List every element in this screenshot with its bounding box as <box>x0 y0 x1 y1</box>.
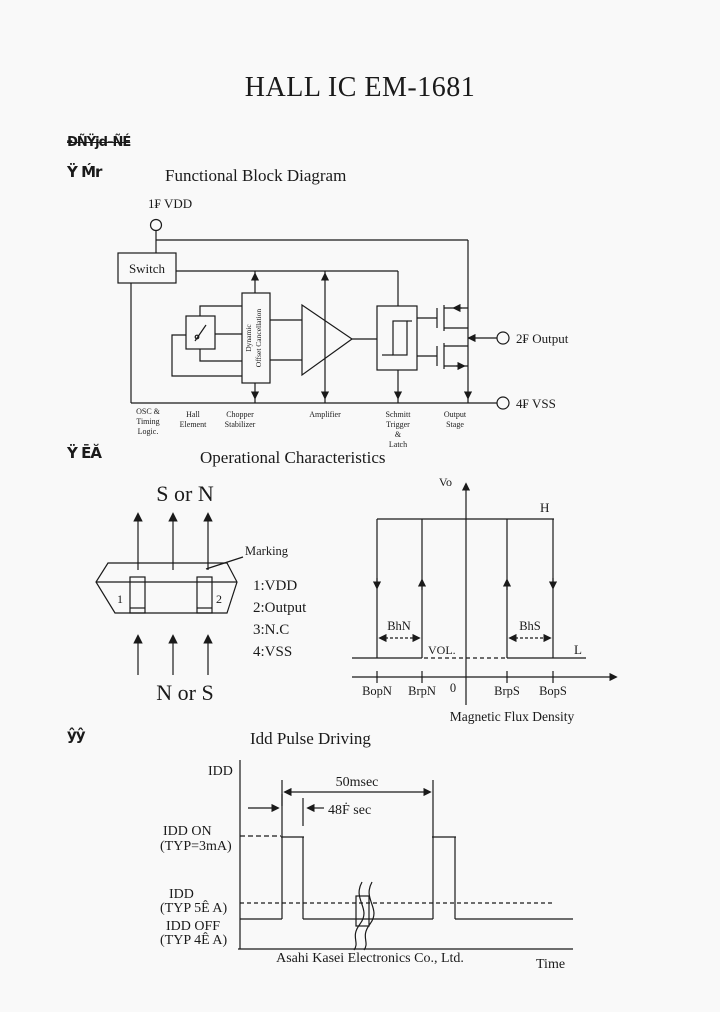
stage-label-osc: OSC & Timing Logic. <box>136 407 160 436</box>
pin2-number: 2 <box>216 592 222 606</box>
page-title: HALL IC EM-1681 <box>244 72 476 103</box>
idd-waveform: IDD 50msec 48Ḟ sec <box>160 760 573 972</box>
low-level-label: L <box>574 642 582 657</box>
bhs-label: BhS <box>519 619 541 633</box>
output-terminal-icon <box>496 331 510 345</box>
tick-brps: BrpS <box>494 684 520 698</box>
tick-bops: BopS <box>539 684 567 698</box>
tick-bopn: BopN <box>362 684 392 698</box>
idd-axis-label: IDD <box>208 764 233 779</box>
pin1-number: 1 <box>117 592 123 606</box>
section1-heading: Functional Block Diagram <box>165 166 347 185</box>
vdd-terminal-icon <box>149 218 163 232</box>
pin-list-item-3: 3:N.C <box>253 622 290 638</box>
tick-zero: 0 <box>450 681 456 695</box>
hall-element-symbol <box>171 305 242 377</box>
bottom-pole-label: N or S <box>156 680 213 705</box>
section2-heading: Operational Characteristics <box>200 448 386 467</box>
hysteresis-graph: Vo H L VOL. BhN BhS <box>352 475 618 724</box>
amplifier-symbol <box>270 303 377 377</box>
hysteresis-curve <box>352 518 586 659</box>
x-axis-label: Magnetic Flux Density <box>450 709 575 724</box>
y-axis-label: Vo <box>439 475 452 489</box>
pin-list-item-4: 4:VSS <box>253 644 293 660</box>
supply-rails <box>130 231 469 404</box>
company-footer: Asahi Kasei Electronics Co., Ltd. <box>276 951 464 966</box>
section2-marker: Ÿ ĒĂ <box>67 444 102 462</box>
bus-drops <box>250 271 473 403</box>
time-axis-label: Time <box>536 957 565 972</box>
block-diagram: 1₣ VDD Switch <box>117 196 569 411</box>
x-axis-ticks <box>376 671 554 683</box>
idd-off-value: (TYP 4Ê A) <box>160 931 227 948</box>
bottom-field-arrows <box>133 634 213 675</box>
chopper-box <box>241 292 271 384</box>
vdd-pin-label: 1₣ VDD <box>148 196 192 211</box>
bhn-label: BhN <box>387 619 411 633</box>
vss-terminal-icon <box>496 396 510 410</box>
chopper-text-line1: Dynamic <box>244 324 253 352</box>
section1-marker: Ÿ Ḿr <box>67 163 102 181</box>
width-label: 48Ḟ sec <box>328 802 371 818</box>
top-pole-label: S or N <box>156 481 214 506</box>
section3-heading: Idd Pulse Driving <box>250 729 371 748</box>
idd-on-value: (TYP=3mA) <box>160 839 232 854</box>
stage-label-output: Output Stage <box>443 410 467 429</box>
stage-label-hall: Hall Element <box>179 410 207 429</box>
period-label: 50msec <box>336 775 379 790</box>
period-dimension <box>281 780 434 919</box>
stage-label-schmitt: Schmitt Trigger & Latch <box>385 410 411 449</box>
pin-list-item-2: 2:Output <box>253 600 307 616</box>
stage-label-chopper: Chopper Stabilizer <box>224 410 256 429</box>
width-dimension <box>248 798 324 826</box>
package-drawing: S or N 1 2 Marking N or S <box>95 481 289 705</box>
tick-brpn: BrpN <box>408 684 436 698</box>
stage-label-amplifier: Amplifier <box>309 410 341 419</box>
section3-marker: ŷŷ <box>67 726 86 744</box>
switch-label: Switch <box>129 261 166 276</box>
idd-on-label: IDD ON <box>163 824 212 839</box>
idd-mid-value: (TYP 5Ê A) <box>160 899 227 916</box>
marking-label: Marking <box>245 544 289 558</box>
schmitt-trigger-symbol <box>376 305 418 371</box>
idd-off-label: IDD OFF <box>166 919 220 934</box>
output-stage-symbol <box>417 303 476 371</box>
switch-box <box>117 252 177 284</box>
idd-mid-label: IDD <box>169 887 194 902</box>
vol-label: VOL. <box>428 643 456 657</box>
package-body <box>95 562 238 614</box>
marking-leader-line <box>205 556 244 570</box>
waveform-trace <box>240 794 573 951</box>
high-level-label: H <box>540 500 549 515</box>
output-pin-label: 2₣ Output <box>516 331 569 346</box>
chopper-text-line2: Offset Cancellation <box>254 309 263 368</box>
pin-list: 1:VDD 2:Output 3:N.C 4:VSS <box>253 575 306 663</box>
pin-list-item-1: 1:VDD <box>253 578 298 594</box>
vss-pin-label: 4₣ VSS <box>516 396 556 411</box>
garbled-stamp: ÐÑŸjd–ÑÉ <box>67 135 131 150</box>
top-field-arrows <box>133 512 213 570</box>
